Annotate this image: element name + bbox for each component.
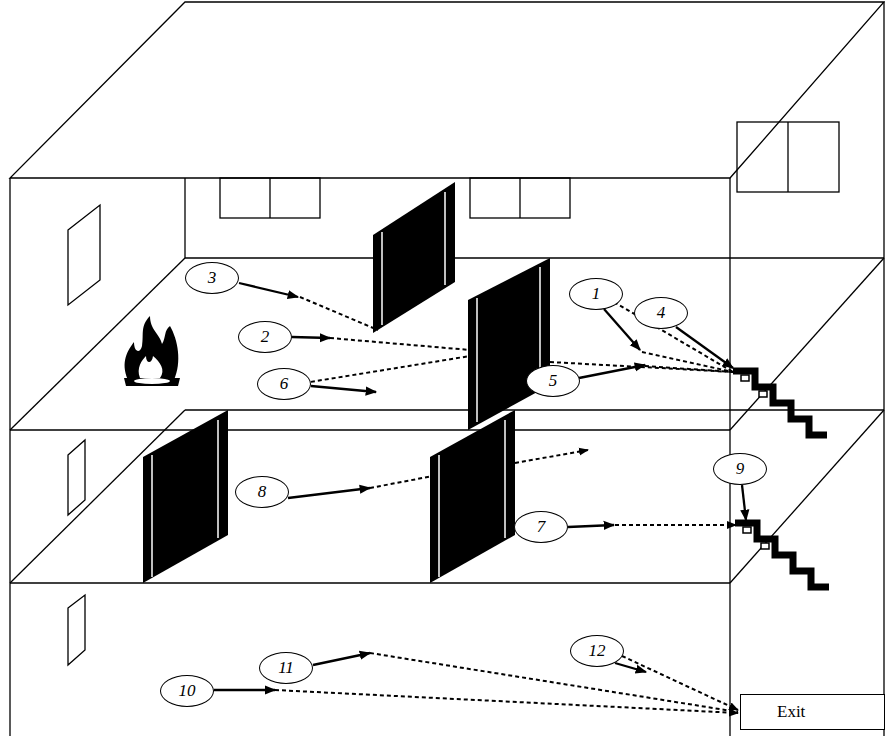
callout-number: 6	[280, 374, 289, 394]
callout-number: 7	[537, 517, 546, 537]
building-outline	[10, 2, 884, 736]
callout-number: 2	[261, 327, 270, 347]
callout-bubble: 12	[570, 635, 624, 667]
callout-bubble: 6	[257, 368, 311, 400]
callout-bubble: 7	[514, 511, 568, 543]
callout-bubble: 9	[713, 453, 767, 485]
callout-bubble: 10	[160, 675, 214, 707]
callout-bubble: 4	[634, 297, 688, 329]
callout-arrow	[214, 283, 746, 690]
callout-bubble: 11	[259, 652, 313, 684]
callout-number: 5	[549, 371, 558, 391]
callout-bubble: 3	[185, 262, 239, 294]
callout-number: 1	[592, 284, 601, 304]
fire-symbol	[124, 316, 180, 386]
escape-path	[275, 297, 738, 713]
exit-sign: Exit	[740, 694, 885, 730]
callout-number: 4	[657, 303, 666, 323]
exit-label: Exit	[777, 702, 805, 722]
callout-number: 10	[179, 681, 196, 701]
callout-number: 11	[278, 658, 294, 678]
partition-walls	[143, 182, 550, 583]
callout-bubble: 1	[569, 278, 623, 310]
callout-bubble: 5	[526, 365, 580, 397]
callout-number: 8	[258, 482, 267, 502]
callout-number: 9	[736, 459, 745, 479]
callout-number: 12	[589, 641, 606, 661]
callout-number: 3	[208, 268, 217, 288]
callout-bubble: 2	[238, 321, 292, 353]
callout-bubble: 8	[235, 476, 289, 508]
